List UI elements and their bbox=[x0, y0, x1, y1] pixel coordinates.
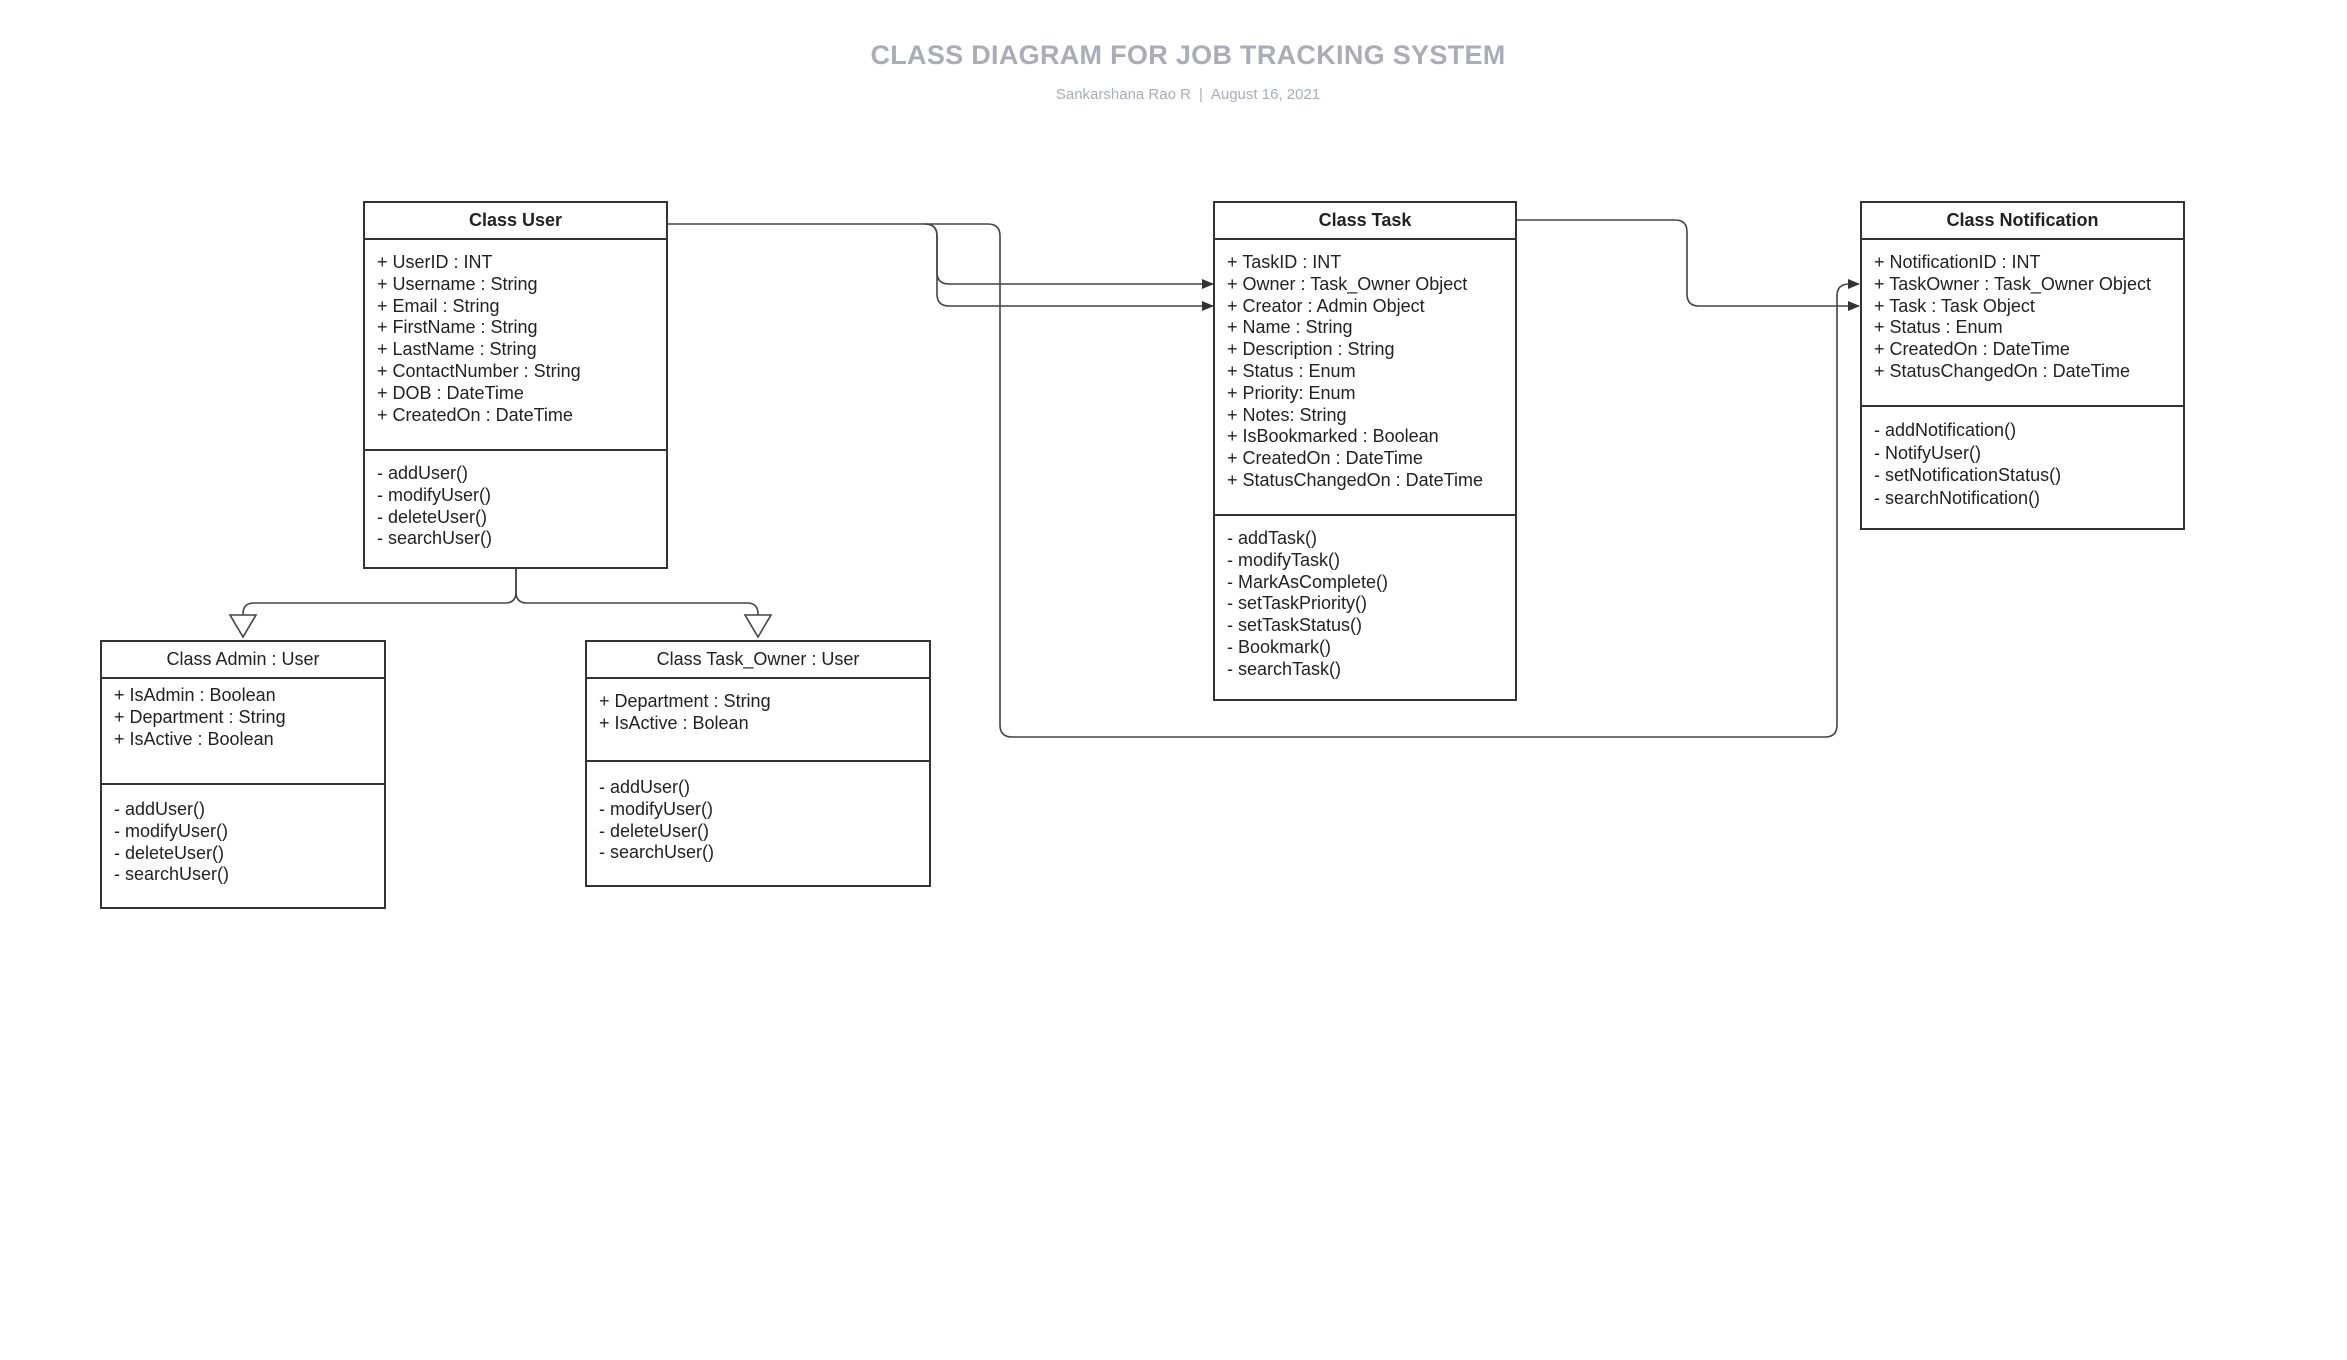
attribute: + Department : String bbox=[599, 691, 771, 711]
method: - setNotificationStatus() bbox=[1874, 465, 2062, 485]
method: - deleteUser() bbox=[114, 842, 225, 863]
method: - addUser() bbox=[377, 463, 469, 483]
class-user-box[interactable]: Class User + UserID : INT + Username : S… bbox=[363, 201, 668, 569]
attribute: + FirstName : String bbox=[377, 317, 538, 338]
diagram-title: CLASS DIAGRAM FOR JOB TRACKING SYSTEM bbox=[870, 40, 1506, 70]
class-user-attributes: + UserID : INT + Username : String + Ema… bbox=[365, 240, 666, 451]
author-name: Sankarshana Rao R bbox=[1055, 86, 1191, 103]
attribute: + CreatedOn : DateTime bbox=[1874, 339, 2070, 360]
attribute: + Status : Enum bbox=[1227, 360, 1356, 381]
method: - modifyTask() bbox=[1227, 549, 1341, 570]
diagram-subtitle: Sankarshana Rao R | August 16, 2021 bbox=[0, 86, 2347, 103]
attribute: + Notes: String bbox=[1227, 404, 1347, 425]
method: - deleteUser() bbox=[599, 820, 710, 841]
class-admin-methods: - addUser() - modifyUser() - deleteUser(… bbox=[102, 785, 384, 886]
user-to-task-creator-connector bbox=[924, 223, 1214, 311]
class-notification-box[interactable]: Class Notification + NotificationID : IN… bbox=[1860, 201, 2185, 530]
attribute: + Status : Enum bbox=[1874, 317, 2003, 338]
attribute: + TaskID : INT bbox=[1227, 252, 1342, 272]
class-task-owner-title: Class Task_Owner : User bbox=[587, 642, 929, 679]
attribute: + CreatedOn : DateTime bbox=[1227, 448, 1423, 469]
method: - searchUser() bbox=[377, 528, 493, 549]
class-task-title: Class Task bbox=[1215, 203, 1515, 240]
admin-inheritance-triangle bbox=[228, 614, 258, 639]
user-to-task-owner-connector bbox=[667, 223, 1214, 289]
class-task-owner-methods: - addUser() - modifyUser() - deleteUser(… bbox=[587, 762, 929, 864]
class-notification-methods: - addNotification() - NotifyUser() - set… bbox=[1862, 407, 2183, 509]
task-to-notification-connector bbox=[1516, 219, 1860, 311]
method: - searchUser() bbox=[599, 842, 715, 863]
class-task-methods: - addTask() - modifyTask() - MarkAsCompl… bbox=[1215, 516, 1515, 681]
method: - searchUser() bbox=[114, 864, 230, 885]
attribute: + UserID : INT bbox=[377, 252, 493, 272]
method: - MarkAsComplete() bbox=[1227, 571, 1389, 592]
method: - modifyUser() bbox=[377, 484, 492, 505]
class-task-owner-attributes: + Department : String + IsActive : Bolea… bbox=[587, 679, 929, 762]
attribute: + Department : String bbox=[114, 706, 286, 727]
attribute: + Name : String bbox=[1227, 317, 1353, 338]
method: - addNotification() bbox=[1874, 420, 2017, 440]
method: - Bookmark() bbox=[1227, 636, 1332, 657]
class-notification-attributes: + NotificationID : INT + TaskOwner : Tas… bbox=[1862, 240, 2183, 407]
attribute: + CreatedOn : DateTime bbox=[377, 404, 573, 425]
attribute: + StatusChangedOn : DateTime bbox=[1227, 469, 1483, 490]
class-notification-title: Class Notification bbox=[1862, 203, 2183, 240]
diagram-date: August 16, 2021 bbox=[1210, 86, 1321, 103]
class-admin-title: Class Admin : User bbox=[102, 642, 384, 679]
admin-generalization-connector bbox=[242, 568, 517, 615]
task-owner-generalization-connector bbox=[515, 568, 759, 615]
method: - setTaskStatus() bbox=[1227, 615, 1363, 636]
class-task-attributes: + TaskID : INT + Owner : Task_Owner Obje… bbox=[1215, 240, 1515, 516]
user-to-notification-connector bbox=[925, 223, 1860, 738]
task-owner-inheritance-triangle bbox=[743, 614, 773, 639]
subtitle-separator: | bbox=[1198, 86, 1203, 103]
attribute: + IsActive : Boolean bbox=[114, 728, 274, 749]
attribute: + IsAdmin : Boolean bbox=[114, 685, 276, 705]
method: - modifyUser() bbox=[599, 798, 714, 819]
method: - deleteUser() bbox=[377, 506, 488, 527]
class-task-owner-box[interactable]: Class Task_Owner : User + Department : S… bbox=[585, 640, 931, 887]
attribute: + LastName : String bbox=[377, 339, 537, 360]
method: - modifyUser() bbox=[114, 820, 229, 841]
class-user-methods: - addUser() - modifyUser() - deleteUser(… bbox=[365, 451, 666, 550]
method: - searchTask() bbox=[1227, 658, 1342, 679]
method: - searchNotification() bbox=[1874, 487, 2041, 508]
method: - addUser() bbox=[114, 799, 206, 819]
method: - NotifyUser() bbox=[1874, 442, 1981, 463]
method: - addUser() bbox=[599, 777, 691, 797]
class-admin-box[interactable]: Class Admin : User + IsAdmin : Boolean +… bbox=[100, 640, 386, 909]
attribute: + ContactNumber : String bbox=[377, 360, 581, 381]
attribute: + Username : String bbox=[377, 273, 538, 294]
method: - setTaskPriority() bbox=[1227, 593, 1368, 614]
method: - addTask() bbox=[1227, 528, 1318, 548]
attribute: + IsActive : Bolean bbox=[599, 712, 749, 733]
attribute: + StatusChangedOn : DateTime bbox=[1874, 360, 2130, 381]
attribute: + Creator : Admin Object bbox=[1227, 295, 1425, 316]
attribute: + Email : String bbox=[377, 295, 500, 316]
attribute: + Task : Task Object bbox=[1874, 295, 2035, 316]
class-user-title: Class User bbox=[365, 203, 666, 240]
attribute: + Priority: Enum bbox=[1227, 382, 1356, 403]
attribute: + IsBookmarked : Boolean bbox=[1227, 426, 1439, 447]
attribute: + Owner : Task_Owner Object bbox=[1227, 273, 1468, 294]
class-task-box[interactable]: Class Task + TaskID : INT + Owner : Task… bbox=[1213, 201, 1517, 701]
attribute: + DOB : DateTime bbox=[377, 382, 524, 403]
class-admin-attributes: + IsAdmin : Boolean + Department : Strin… bbox=[102, 679, 384, 785]
attribute: + NotificationID : INT bbox=[1874, 252, 2041, 272]
attribute: + TaskOwner : Task_Owner Object bbox=[1874, 273, 2151, 294]
attribute: + Description : String bbox=[1227, 339, 1395, 360]
